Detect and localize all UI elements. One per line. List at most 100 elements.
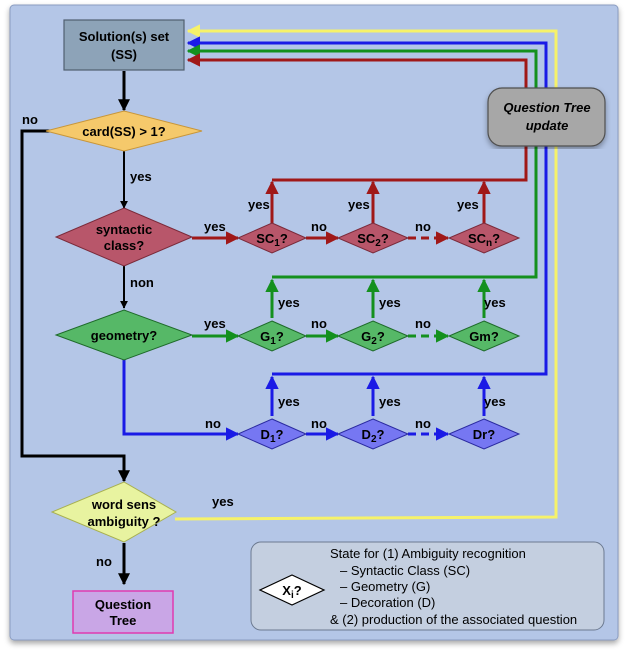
sc2-suffix: ? [381, 231, 389, 246]
question-tree-update-node: Question Tree update [487, 87, 606, 147]
sc1-sub: 1 [274, 238, 280, 249]
label-geometry-no: no [205, 416, 221, 431]
legend-item-decoration: – Decoration (D) [340, 595, 435, 610]
question-tree-label-line1: Question [95, 597, 151, 612]
g2-sub: 2 [371, 336, 377, 347]
question-tree-label-line2: Tree [110, 613, 137, 628]
word-sense-label-line2: ambiguity ? [88, 514, 161, 529]
dr-decision: Dr? [447, 418, 521, 450]
g1-sub: 1 [270, 336, 276, 347]
svg-text:D2?: D2? [362, 427, 385, 445]
d2-decision: D2? [336, 418, 410, 450]
legend-box: Xi? State for (1) Ambiguity recognition … [250, 541, 605, 631]
label-scn-yes: yes [457, 197, 479, 212]
svg-text:Xi?: Xi? [282, 583, 301, 601]
d1-sub: 1 [270, 434, 276, 445]
solutions-set-label-line2: (SS) [111, 47, 137, 62]
legend-item-geometry: – Geometry (G) [340, 579, 430, 594]
label-g1-yes: yes [278, 295, 300, 310]
solutions-set-node: Solution(s) set (SS) [63, 19, 185, 71]
svg-text:SC2?: SC2? [357, 231, 389, 249]
label-sc2-no: no [415, 219, 431, 234]
label-sc1-yes: yes [248, 197, 270, 212]
diagram-background [9, 4, 619, 641]
word-sense-label-line1: word sens [91, 497, 156, 512]
d1-suffix: ? [276, 427, 284, 442]
syntactic-class-decision: syntactic class? [54, 207, 194, 267]
label-wordsense-no: no [96, 554, 112, 569]
d1-base: D [261, 427, 270, 442]
label-d2-no: no [415, 416, 431, 431]
legend-symbol-sub: i [291, 590, 294, 601]
question-tree-node: Question Tree [72, 590, 174, 634]
scn-base: SC [468, 231, 487, 246]
svg-text:SCn?: SCn? [468, 231, 500, 249]
gm-base: Gm [469, 329, 491, 344]
d2-sub: 2 [371, 434, 377, 445]
edge-decoration-to-ss [186, 36, 548, 376]
gm-suffix: ? [491, 329, 499, 344]
label-syntactic-non: non [130, 275, 154, 290]
sc2-sub: 2 [375, 238, 381, 249]
legend-footer: & (2) production of the associated quest… [330, 612, 577, 627]
label-sc1-no: no [311, 219, 327, 234]
d1-decision: D1? [236, 418, 308, 450]
label-g2-yes: yes [379, 295, 401, 310]
solutions-set-label-line1: Solution(s) set [79, 29, 170, 44]
qt-update-label-line2: update [526, 118, 569, 133]
geometry-label: geometry? [91, 328, 158, 343]
label-card-yes: yes [130, 169, 152, 184]
legend-item-syntactic: – Syntactic Class (SC) [340, 563, 470, 578]
label-geometry-yes: yes [204, 316, 226, 331]
label-g1-no: no [311, 316, 327, 331]
svg-text:D1?: D1? [261, 427, 284, 445]
g2-base: G [361, 329, 371, 344]
label-g2-no: no [415, 316, 431, 331]
edge-geometry-to-ss [186, 44, 538, 279]
sc1-base: SC [256, 231, 275, 246]
sc1-suffix: ? [280, 231, 288, 246]
label-d2-yes: yes [379, 394, 401, 409]
svg-text:Dr?: Dr? [473, 427, 495, 442]
g1-base: G [260, 329, 270, 344]
legend-symbol-suffix: ? [294, 583, 302, 598]
gm-decision: Gm? [447, 320, 521, 352]
svg-text:G1?: G1? [260, 329, 284, 347]
svg-text:Gm?: Gm? [469, 329, 499, 344]
g2-decision: G2? [336, 320, 410, 352]
label-sc2-yes: yes [348, 197, 370, 212]
label-card-no: no [22, 112, 38, 127]
label-d1-no: no [311, 416, 327, 431]
scn-sub: n [486, 238, 492, 249]
scn-suffix: ? [492, 231, 500, 246]
svg-text:SC1?: SC1? [256, 231, 288, 249]
label-d1-yes: yes [278, 394, 300, 409]
scn-decision: SCn? [447, 222, 521, 254]
legend-symbol: Xi? [258, 574, 326, 606]
g1-decision: G1? [236, 320, 308, 352]
edge-geometry-no-to-d1 [122, 359, 240, 441]
sc2-base: SC [357, 231, 376, 246]
d2-suffix: ? [377, 427, 385, 442]
syntactic-class-label-line1: syntactic [96, 222, 152, 237]
edge-wordsense-to-ss [174, 24, 558, 521]
geometry-decision: geometry? [54, 309, 194, 361]
label-dr-yes: yes [484, 394, 506, 409]
qt-update-label-line1: Question Tree [503, 100, 590, 115]
legend-symbol-base: X [282, 583, 291, 598]
label-gm-yes: yes [484, 295, 506, 310]
dr-suffix: ? [487, 427, 495, 442]
dr-base: Dr [473, 427, 487, 442]
sc1-decision: SC1? [236, 222, 308, 254]
g1-suffix: ? [276, 329, 284, 344]
card-ss-label: card(SS) > 1? [82, 124, 166, 139]
edge-card-no [20, 129, 130, 483]
g2-suffix: ? [377, 329, 385, 344]
label-syntactic-yes: yes [204, 219, 226, 234]
syntactic-class-label-line2: class? [104, 238, 145, 253]
sc2-decision: SC2? [336, 222, 410, 254]
label-wordsense-yes: yes [212, 494, 234, 509]
card-ss-decision: card(SS) > 1? [45, 110, 203, 152]
legend-title: State for (1) Ambiguity recognition [330, 546, 526, 561]
